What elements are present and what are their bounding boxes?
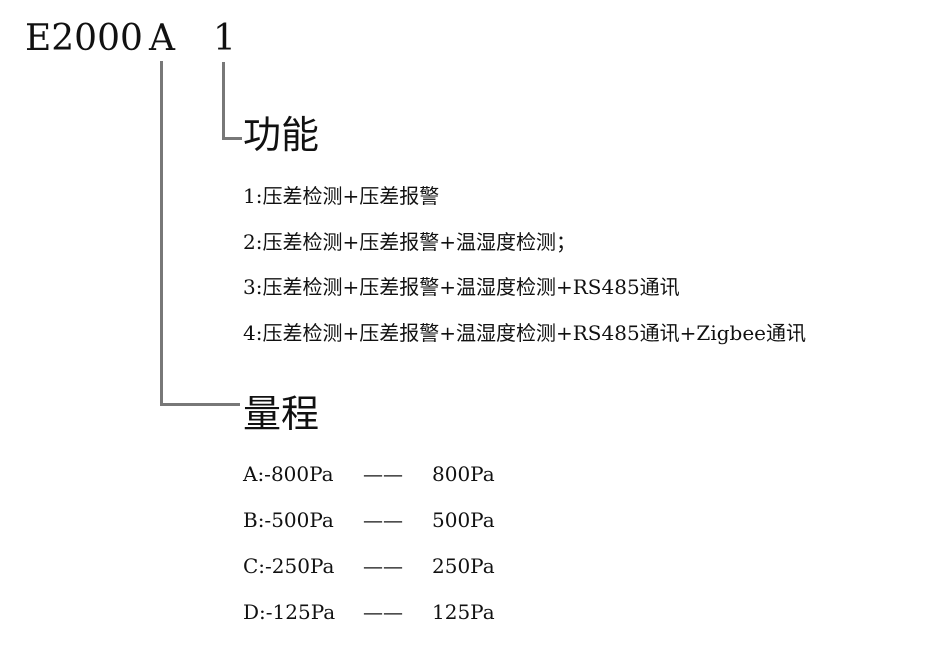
range-max: 500Pa bbox=[432, 508, 495, 532]
function-connector-horizontal bbox=[222, 137, 242, 140]
range-separator: —— bbox=[363, 508, 403, 532]
function-item-2: 2:压差检测+压差报警+温湿度检测； bbox=[243, 230, 576, 254]
model-range-code: A bbox=[149, 18, 175, 59]
range-item-d: D:-125Pa —— 125Pa bbox=[243, 600, 495, 624]
model-base: E2000 bbox=[25, 18, 143, 59]
range-connector-horizontal bbox=[160, 403, 240, 406]
range-separator: —— bbox=[363, 462, 403, 486]
function-item-4: 4:压差检测+压差报警+温湿度检测+RS485通讯+Zigbee通讯 bbox=[243, 321, 806, 345]
range-min: A:-800Pa bbox=[243, 462, 334, 486]
function-heading: 功能 bbox=[243, 113, 320, 157]
function-connector-vertical bbox=[222, 62, 225, 140]
model-function-code: 1 bbox=[213, 18, 236, 59]
range-max: 125Pa bbox=[432, 600, 495, 624]
range-min: C:-250Pa bbox=[243, 554, 335, 578]
range-separator: —— bbox=[363, 554, 403, 578]
range-min: B:-500Pa bbox=[243, 508, 334, 532]
range-item-b: B:-500Pa —— 500Pa bbox=[243, 508, 495, 532]
range-separator: —— bbox=[363, 600, 403, 624]
function-item-1: 1:压差检测+压差报警 bbox=[243, 184, 440, 208]
range-max: 250Pa bbox=[432, 554, 495, 578]
range-max: 800Pa bbox=[432, 462, 495, 486]
range-item-c: C:-250Pa —— 250Pa bbox=[243, 554, 495, 578]
range-min: D:-125Pa bbox=[243, 600, 336, 624]
range-connector-vertical bbox=[160, 61, 163, 406]
range-heading: 量程 bbox=[243, 392, 320, 436]
function-item-3: 3:压差检测+压差报警+温湿度检测+RS485通讯 bbox=[243, 275, 680, 299]
range-item-a: A:-800Pa —— 800Pa bbox=[243, 462, 495, 486]
